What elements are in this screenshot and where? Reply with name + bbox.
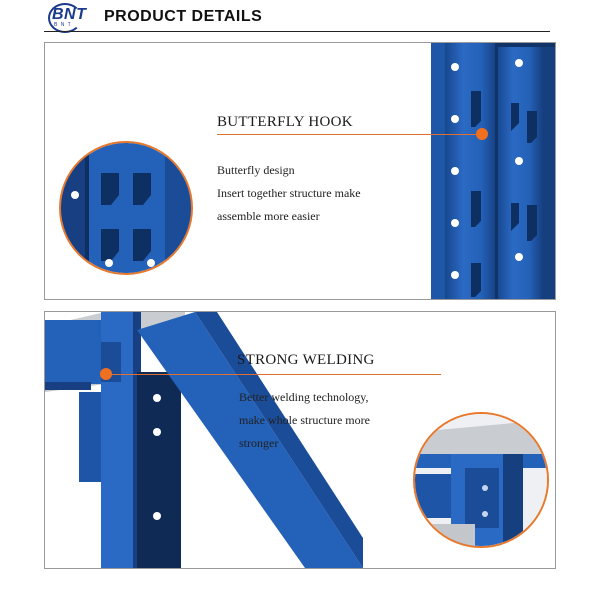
weld-marker-dot <box>100 368 112 380</box>
strong-welding-description: Better welding technology, make whole st… <box>239 386 370 455</box>
butterfly-hook-zoom-image <box>59 141 193 275</box>
hook-marker-dot <box>476 128 488 140</box>
hook-heading-underline <box>217 134 477 135</box>
strong-welding-heading: STRONG WELDING <box>237 352 375 368</box>
description-line: Butterfly design <box>217 163 295 177</box>
page-title: PRODUCT DETAILS <box>104 8 263 25</box>
weld-heading-underline <box>107 374 441 375</box>
welding-zoom-image <box>413 412 549 548</box>
page-header: BNT B N T PRODUCT DETAILS <box>0 0 600 40</box>
butterfly-hook-heading: BUTTERFLY HOOK <box>217 114 353 130</box>
description-line: Better welding technology, <box>239 390 369 404</box>
description-line: stronger <box>239 436 279 450</box>
upright-column-image <box>431 43 555 299</box>
title-divider <box>44 31 550 32</box>
butterfly-hook-panel: BUTTERFLY HOOK Butterfly design Insert t… <box>44 42 556 300</box>
logo-text: BNT <box>52 6 87 23</box>
description-line: assemble more easier <box>217 209 320 223</box>
description-line: Insert together structure make <box>217 186 361 200</box>
strong-welding-panel: STRONG WELDING Better welding technology… <box>44 311 556 569</box>
logo-subtext: B N T <box>54 22 72 28</box>
welded-frame-image <box>45 312 363 568</box>
butterfly-hook-description: Butterfly design Insert together structu… <box>217 159 361 228</box>
description-line: make whole structure more <box>239 413 370 427</box>
brand-logo: BNT B N T <box>48 3 96 33</box>
